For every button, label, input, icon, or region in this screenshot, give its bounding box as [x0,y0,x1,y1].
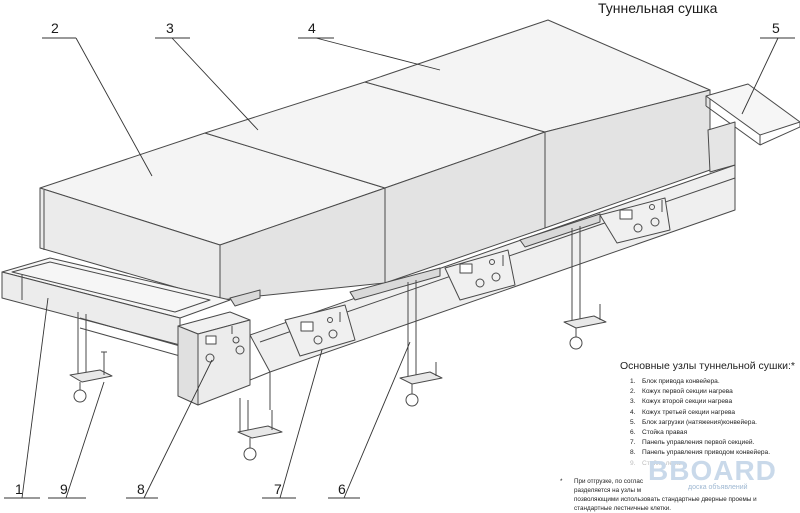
legend-heading: Основные узлы туннельной сушки:* [620,360,795,372]
leg-left-front [69,312,113,403]
legend-item: 6.Стойка правая [630,429,688,437]
callout-1: 1 [15,481,23,497]
leg-right-rear [563,226,607,350]
legend-item: 7.Панель управления первой секцией. [630,439,755,447]
legend: Основные узлы туннельной сушки:* 1.Блок … [620,360,800,469]
callout-8: 8 [137,481,145,497]
callout-3: 3 [166,20,174,36]
leader-lines [4,37,795,499]
section-panel-3 [599,197,671,244]
hood-section-1 [39,132,386,301]
loading-unit [705,83,800,173]
section-panel-2 [444,249,516,301]
drive-control-panel [177,311,251,406]
legend-item: 2.Кожух первой секции нагрева [630,388,733,396]
watermark-brand: BBOARD [648,455,777,486]
callout-6: 6 [338,481,346,497]
footnote-line: При отгрузке, по соглас [574,478,643,485]
footnote-star: * [560,478,563,485]
callout-5: 5 [772,20,780,36]
footnote-line: стандартные лестничные клетки. [574,505,672,512]
legend-item: 8.Панель управления приводом конвейера. [630,449,771,457]
watermark-subtitle: доска объявлений [688,484,748,491]
footnote-line: позволяющими использовать стандартные дв… [574,496,757,503]
bboard-watermark: BBOARD доска объявлений [648,455,788,495]
legend-item: 9.Стойка левая [630,459,684,467]
hood-section-3 [364,19,711,229]
callout-2: 2 [51,20,59,36]
legend-item: 4.Кожух третьей секции нагрева [630,408,736,416]
callout-7: 7 [274,481,282,497]
leg-left-rear [237,398,283,461]
legend-item: 3.Кожух второй секции нагрева [630,398,733,406]
page-title: Туннельная сушка [598,0,718,16]
legend-list: 1.Блок привода конвейера. 2.Кожух первой… [630,377,800,469]
legend-item: 1.Блок привода конвейера. [630,378,720,385]
section-panel-1 [284,304,356,357]
leg-right-front [399,280,443,407]
legend-item: 5.Блок загрузки (натяжения)конвейера. [630,418,757,426]
callout-4: 4 [308,20,316,36]
callout-9: 9 [60,481,68,497]
footnote-line: разделяется на узлы м [574,487,642,494]
